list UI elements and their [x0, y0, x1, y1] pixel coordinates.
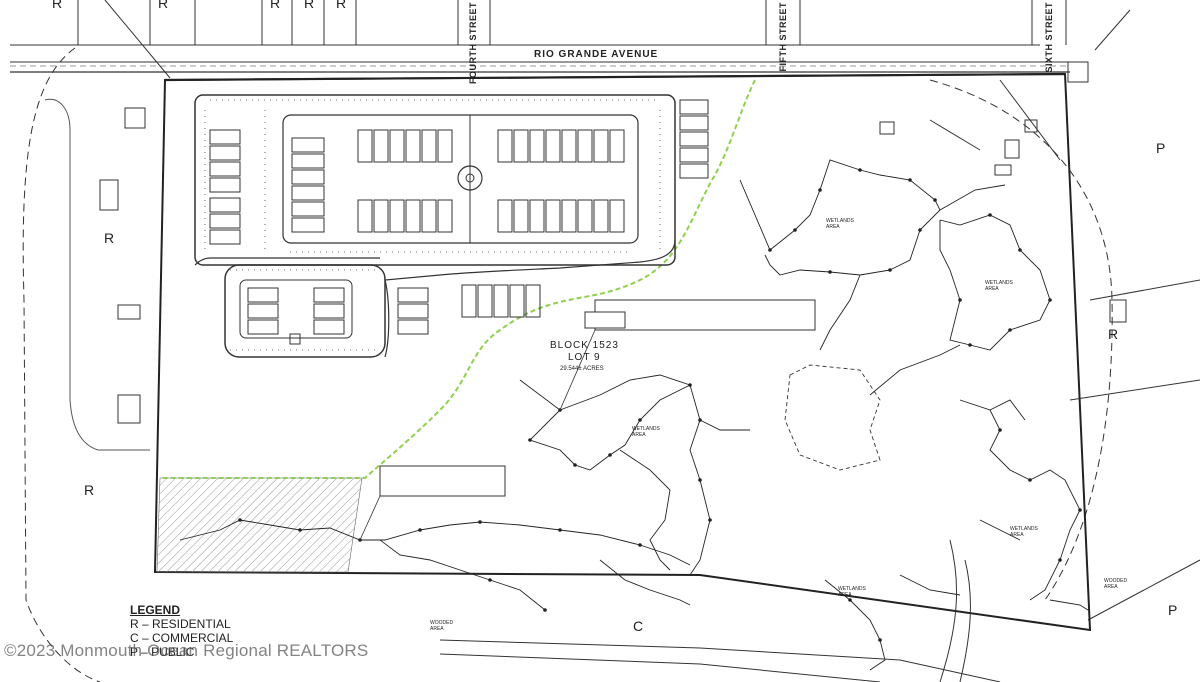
zone-label-r-top4: R: [304, 0, 315, 11]
legend: LEGEND R – RESIDENTIAL C – COMMERCIAL P …: [130, 603, 233, 659]
left-curved-road: [22, 47, 101, 682]
right-parcel-line: [1069, 9, 1200, 621]
block-label: BLOCK 1523: [550, 340, 619, 351]
top-lot-lines: [10, 0, 1067, 46]
lot-label: LOT 9: [568, 352, 601, 363]
wetlands-traverse-north: [739, 159, 1051, 396]
street-label-fifth: FIFTH STREET: [778, 2, 788, 72]
left-parcel-outline: [44, 98, 150, 451]
hatched-area: [156, 477, 363, 573]
wooded-area-label-2: WOODED AREA: [430, 620, 454, 632]
zone-label-p-bottom-right: P: [1168, 602, 1178, 618]
parking-lot-main: [194, 94, 676, 266]
center-parking-boxes: [357, 129, 625, 233]
street-label-sixth: SIXTH STREET: [1044, 2, 1054, 73]
street-label-fourth: FOURTH STREET: [468, 2, 478, 84]
right-parking-boxes: [679, 99, 709, 179]
left-houses: [99, 107, 1127, 424]
acres-label: 29.544± ACRES: [560, 366, 604, 372]
zone-label-r-top5: R: [336, 0, 347, 11]
zone-label-r-right: R: [1108, 326, 1119, 342]
wetlands-area-label-2: WETLANDS AREA: [985, 280, 1013, 292]
zone-label-c-bottom: C: [633, 618, 644, 634]
wooded-area-label-1: WOODED AREA: [1104, 578, 1128, 590]
watermark: ©2023 Monmouth Ocean Regional REALTORS: [4, 641, 369, 660]
legend-item-commercial: C – COMMERCIAL: [130, 631, 234, 645]
legend-title: LEGEND: [130, 603, 181, 617]
property-boundary: [153, 72, 1092, 632]
wetlands-area-label-1: WETLANDS AREA: [826, 218, 854, 230]
zone-label-r-bottom-left: R: [84, 482, 95, 498]
northwest-diagonal-line: [104, 0, 171, 79]
parking-roundabout: [457, 165, 483, 191]
wetlands-area-label-3: WETLANDS AREA: [632, 426, 660, 438]
callout-boxes: [379, 299, 816, 497]
parking-lot-lower: [224, 264, 386, 358]
zone-label-p-top-right: P: [1156, 140, 1166, 156]
zone-label-r-top2: R: [158, 0, 169, 11]
road-name-label: RIO GRANDE AVENUE: [534, 49, 659, 60]
zone-label-r-left: R: [104, 230, 115, 246]
legend-item-residential: R – RESIDENTIAL: [130, 617, 231, 631]
wetlands-area-label-4: WETLANDS AREA: [1010, 526, 1038, 538]
legend-item-public: P – PUBLIC: [130, 645, 195, 659]
parking-stripes: [204, 99, 661, 351]
wetland-boundary-line: [160, 79, 756, 479]
wetlands-area-label-5: WETLANDS AREA: [838, 586, 866, 598]
zone-label-r-top1: R: [52, 0, 63, 11]
callout-leader-1: [559, 329, 596, 411]
lower-parking-boxes: [247, 284, 541, 345]
wetlands-traverse-east: [959, 399, 1089, 611]
right-dashed-curve: [929, 79, 1113, 601]
northeast-structures: [879, 61, 1089, 176]
wooded-area-outline: [784, 364, 881, 471]
roundabout-center: [465, 173, 475, 183]
left-parking-boxes: [209, 129, 325, 245]
callout-leader-2: [359, 495, 381, 541]
lower-parking-curves: [194, 239, 676, 358]
zone-label-r-top3: R: [270, 0, 281, 11]
parking-island-lower: [239, 279, 353, 339]
parking-lot-inner: [282, 114, 639, 244]
bottom-road-lines: [439, 539, 1001, 682]
